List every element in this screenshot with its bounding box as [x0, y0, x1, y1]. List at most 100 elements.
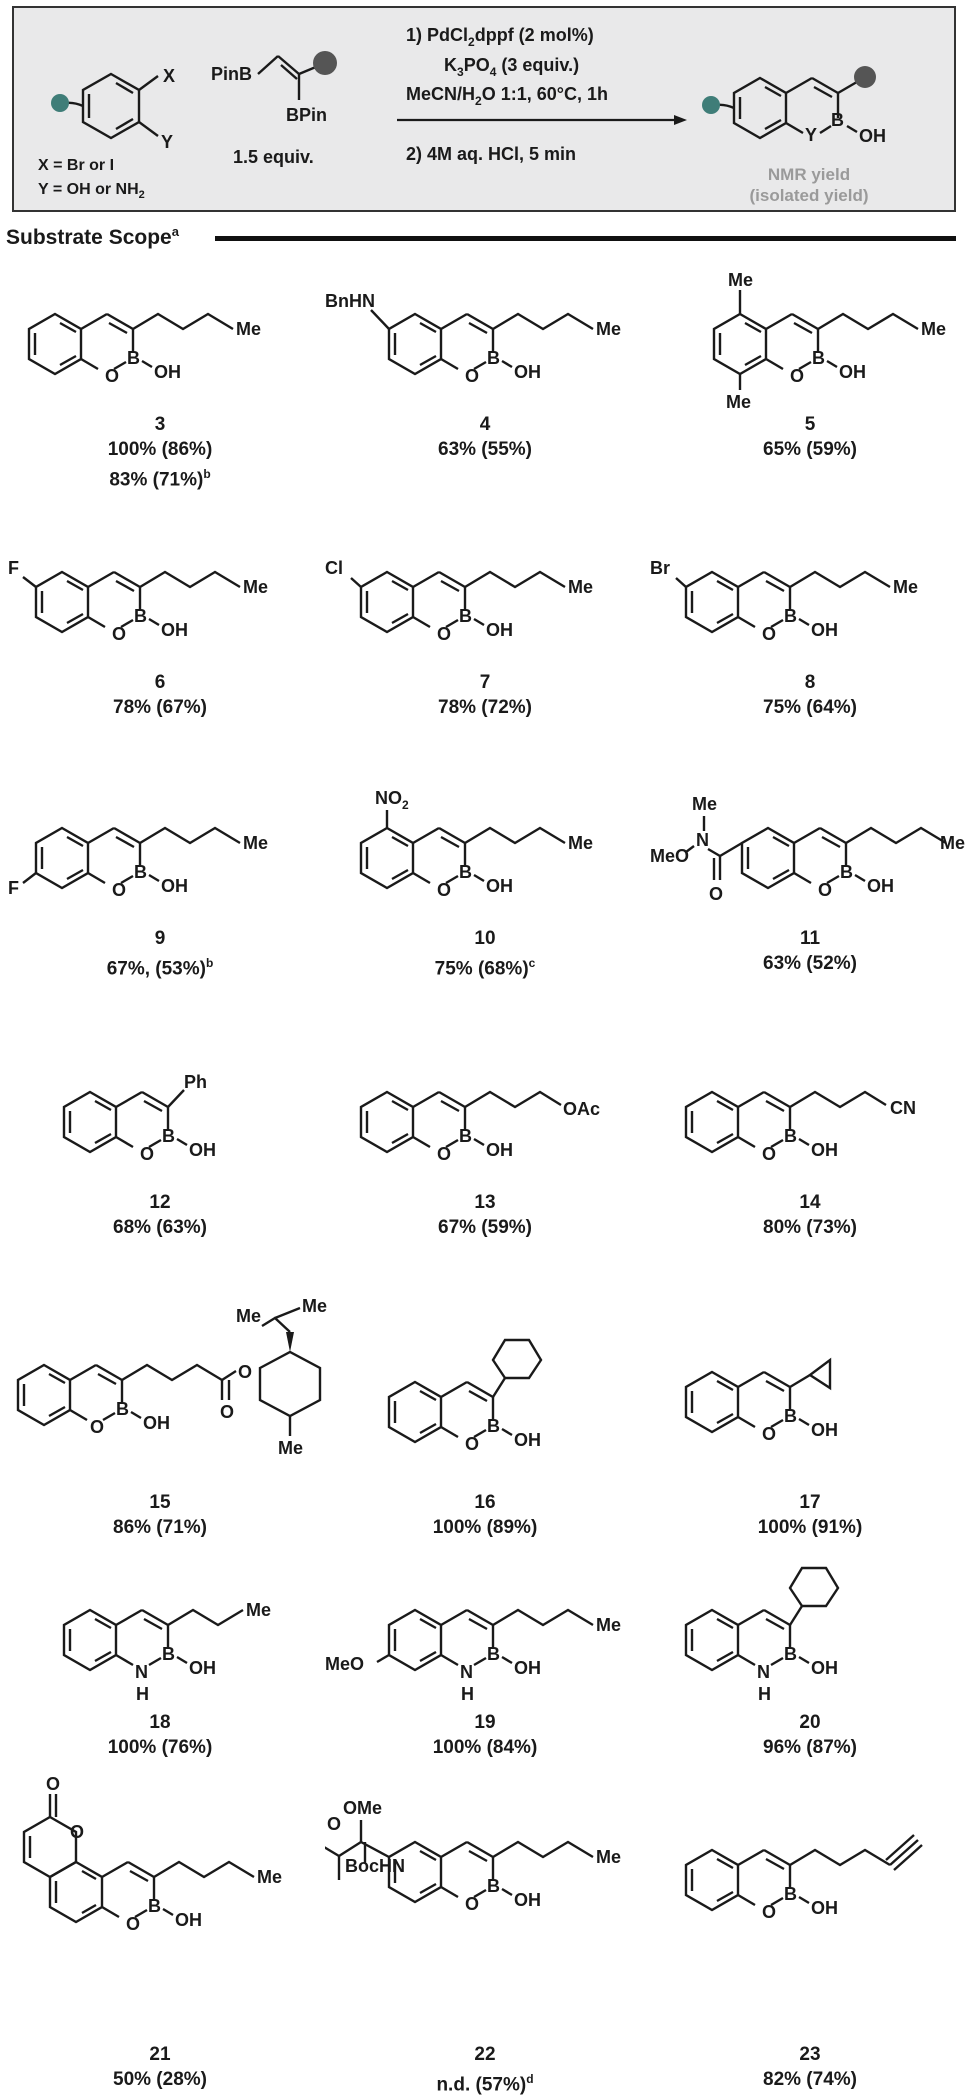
hydroxyl-label: OH	[811, 1420, 838, 1440]
compound-number: 11	[799, 928, 821, 949]
compound-7: Cl O B OH Me 7 78% (72%)	[325, 520, 645, 720]
phenyl-label: Ph	[184, 1072, 207, 1092]
fluoro-label: F	[8, 558, 19, 578]
compound-17-label: 17 100% (91%)	[650, 1490, 970, 1540]
ester-oxygen-label: O	[238, 1362, 252, 1382]
hydroxyl-label: OH	[486, 1140, 513, 1160]
hydroxyl-label: OH	[486, 876, 513, 896]
methyl-label: Me	[246, 1600, 271, 1620]
hydroxyl-label: OH	[867, 876, 894, 896]
oxygen-label: O	[140, 1144, 154, 1164]
boron-label: B	[162, 1126, 175, 1146]
compound-yield: 65% (59%)	[763, 439, 857, 460]
compound-number: 13	[474, 1192, 496, 1213]
oxygen-label: O	[762, 624, 776, 644]
compound-4-structure: BnHN O B OH Me	[325, 291, 621, 386]
compound-number: 9	[154, 928, 166, 949]
nitrile-label: CN	[890, 1098, 916, 1118]
compound-yield: n.d. (57%)d	[436, 2072, 534, 2096]
oxygen-label: O	[112, 624, 126, 644]
oxygen-label: O	[465, 1894, 479, 1914]
acetoxy-label: OAc	[563, 1099, 600, 1119]
hydroxyl-label: OH	[811, 1140, 838, 1160]
compound-5-structure: Me Me O B OH Me	[712, 270, 946, 412]
hydroxyl-label: OH	[486, 620, 513, 640]
bpin-label: BPin	[286, 105, 327, 125]
boron-label: B	[784, 1406, 797, 1426]
hydroxyl-label: OH	[161, 620, 188, 640]
compound-7-structure: Cl O B OH Me	[325, 558, 593, 644]
compound-yield: 78% (72%)	[438, 697, 532, 718]
y-label: Y	[161, 132, 173, 152]
boron-label: B	[812, 348, 825, 368]
compound-12: Ph O B OH 12 68% (63%)	[0, 1040, 320, 1240]
compound-23-label: 23 82% (74%)	[650, 2042, 970, 2092]
reagent-dot	[313, 51, 337, 75]
oxygen-label: O	[465, 366, 479, 386]
nitro-label: NO2	[375, 788, 409, 812]
hydrogen-label: H	[758, 1684, 771, 1704]
compound-20-label: 20 96% (87%)	[650, 1710, 970, 1760]
nitrogen-label: N	[460, 1662, 473, 1682]
compound-yield: 68% (63%)	[113, 1217, 207, 1238]
compound-yield: 63% (55%)	[438, 439, 532, 460]
oxygen-label: O	[818, 880, 832, 900]
compound-13-structure: OAc O B OH	[359, 1090, 600, 1164]
compound-6-structure: F O B OH Me	[8, 558, 268, 644]
methoxy-label: MeO	[325, 1654, 364, 1674]
condition-step2: 2) 4M aq. HCl, 5 min	[406, 144, 576, 164]
compound-6-label: 6 78% (67%)	[0, 670, 320, 720]
compound-yield: 67%, (53%)b	[106, 956, 214, 980]
compound-13: OAc O B OH 13 67% (59%)	[325, 1040, 645, 1240]
product-y-label: Y	[805, 125, 817, 145]
compound-yield: 100% (84%)	[432, 1737, 538, 1758]
methoxy-label: MeO	[650, 846, 689, 866]
methyl-label: Me	[596, 1847, 621, 1867]
compound-15-structure: O O Me Me Me O B OH	[16, 1296, 327, 1458]
compound-18-structure: N H B OH Me	[62, 1600, 271, 1704]
oxygen-label: O	[437, 880, 451, 900]
compound-yield: 100% (91%)	[757, 1517, 863, 1538]
compound-yield: 100% (89%)	[432, 1517, 538, 1538]
x-note: X = Br or I	[38, 157, 114, 174]
compound-17-structure: O B OH	[684, 1357, 838, 1444]
compound-yield: 75% (64%)	[763, 697, 857, 718]
substituent-dot	[51, 94, 69, 112]
methyl-label: Me	[596, 1615, 621, 1635]
reaction-scheme: X Y X = Br or I Y = OH or NH2 PinB BPin …	[38, 25, 886, 205]
methyl-label: Me	[243, 577, 268, 597]
compound-4: BnHN O B OH Me 4 63% (55%)	[325, 262, 645, 462]
compound-number: 6	[154, 672, 166, 693]
methyl-label: Me	[921, 319, 946, 339]
compound-16: O B OH 16 100% (89%)	[325, 1290, 645, 1540]
reaction-scheme-panel: X Y X = Br or I Y = OH or NH2 PinB BPin …	[12, 6, 956, 212]
ester-carbonyl-label: O	[327, 1814, 341, 1834]
boron-label: B	[840, 862, 853, 882]
boron-label: B	[134, 862, 147, 882]
methyl-label: Me	[236, 319, 261, 339]
hydroxyl-label: OH	[514, 1658, 541, 1678]
compound-yield: 50% (28%)	[113, 2069, 207, 2090]
compound-16-structure: O B OH	[387, 1338, 543, 1454]
nitrogen-label: N	[757, 1662, 770, 1682]
compound-13-label: 13 67% (59%)	[325, 1190, 645, 1240]
compound-9-label: 9 67%, (53%)b	[0, 926, 320, 981]
compound-19-structure: MeO N H B OH Me	[325, 1608, 621, 1704]
isopropyl-methyl-2-label: Me	[302, 1296, 327, 1316]
boron-label: B	[127, 348, 140, 368]
product-dot	[854, 66, 876, 88]
nitrogen-label: N	[696, 830, 709, 850]
aryl-halide-structure	[65, 72, 159, 140]
hydrogen-label: H	[461, 1684, 474, 1704]
compound-yield: 82% (74%)	[763, 2069, 857, 2090]
compound-number: 15	[149, 1492, 171, 1513]
compound-yield: 100% (86%)	[107, 439, 213, 460]
isopropyl-methyl-label: Me	[236, 1306, 261, 1326]
carbonyl-oxygen-label: O	[709, 884, 723, 904]
compound-19-label: 19 100% (84%)	[325, 1710, 645, 1760]
oxygen-label: O	[126, 1914, 140, 1934]
methyl-ester-label: OMe	[343, 1798, 382, 1818]
compound-number: 22	[474, 2044, 496, 2065]
hydroxyl-label: OH	[175, 1910, 202, 1930]
bromo-label: Br	[650, 558, 670, 578]
